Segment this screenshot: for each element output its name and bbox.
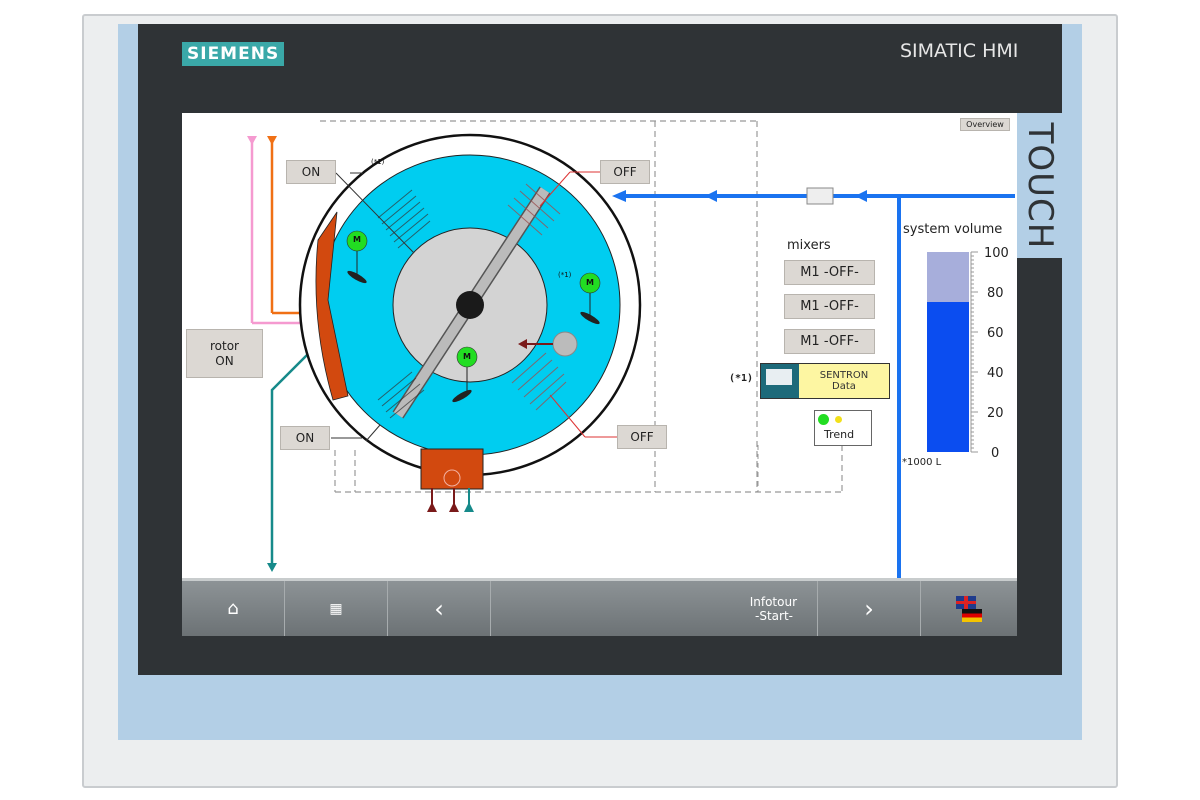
volume-unit: *1000 L bbox=[902, 457, 942, 468]
sentron-marker: (*1) bbox=[729, 373, 754, 384]
footnote-marker: (*1) bbox=[558, 271, 572, 279]
mixer-motor-icon bbox=[452, 346, 478, 403]
mixer-button-3[interactable]: M1 -OFF- bbox=[784, 329, 875, 354]
chevron-right-icon: › bbox=[864, 594, 874, 623]
scale-tick: 20 bbox=[987, 406, 1004, 421]
home-button[interactable]: ⌂ bbox=[182, 581, 285, 636]
motor-label: M bbox=[353, 235, 361, 244]
mixers-title: mixers bbox=[787, 238, 831, 253]
sensor-icon bbox=[552, 331, 578, 357]
rotor-state: ON bbox=[215, 353, 234, 368]
rotor-button[interactable]: rotor ON bbox=[186, 329, 263, 378]
infotour-button[interactable]: Infotour -Start- bbox=[491, 581, 818, 636]
language-button[interactable] bbox=[921, 581, 1017, 636]
scale-tick: 80 bbox=[987, 286, 1004, 301]
footnote-marker: (*1) bbox=[371, 158, 385, 166]
menu-button[interactable]: ▦ bbox=[285, 581, 388, 636]
infotour-label: Infotour bbox=[749, 594, 797, 609]
flag-uk-de-icon bbox=[956, 595, 982, 622]
sentron-data-button[interactable]: SENTRON Data bbox=[760, 363, 890, 399]
touch-label: TOUCH bbox=[1017, 113, 1062, 258]
valve-off-button-bottom[interactable]: OFF bbox=[617, 425, 667, 449]
rotor-hub bbox=[456, 291, 484, 319]
trend-button[interactable]: Trend bbox=[814, 410, 872, 446]
motor-label: M bbox=[586, 278, 594, 287]
volume-gauge bbox=[927, 251, 978, 453]
sentron-device-icon bbox=[761, 364, 799, 398]
mixer-motor-icon bbox=[346, 230, 368, 284]
volume-title: system volume bbox=[903, 222, 1003, 237]
hmi-screen: (*1) (*1) M M M Overview ON OFF ON OFF r… bbox=[182, 113, 1017, 636]
valve-on-button-bottom[interactable]: ON bbox=[280, 426, 330, 450]
overview-button[interactable]: Overview bbox=[960, 118, 1010, 131]
home-icon: ⌂ bbox=[227, 598, 239, 619]
motor-label: M bbox=[463, 352, 471, 361]
scale-tick: 40 bbox=[987, 366, 1004, 381]
scale-tick: 100 bbox=[984, 246, 1009, 261]
scale-tick: 60 bbox=[987, 326, 1004, 341]
sentron-label: SENTRON bbox=[819, 370, 869, 381]
tank bbox=[298, 133, 642, 512]
mixer-motor-icon bbox=[579, 272, 601, 325]
navigation-bar: ⌂ ▦ ‹ Infotour -Start- › bbox=[182, 578, 1017, 636]
grid-icon: ▦ bbox=[329, 600, 343, 617]
status-led-green bbox=[818, 414, 829, 425]
next-button[interactable]: › bbox=[818, 581, 921, 636]
status-led-yellow bbox=[835, 416, 842, 423]
sentron-sublabel: Data bbox=[832, 381, 856, 392]
valve-off-button-top[interactable]: OFF bbox=[600, 160, 650, 184]
mixer-button-1[interactable]: M1 -OFF- bbox=[784, 260, 875, 285]
drive-unit bbox=[420, 448, 484, 490]
back-button[interactable]: ‹ bbox=[388, 581, 491, 636]
rotor-label: rotor bbox=[210, 339, 239, 354]
process-diagram bbox=[247, 120, 1015, 578]
trend-label: Trend bbox=[824, 428, 855, 441]
scale-tick: 0 bbox=[991, 446, 1000, 461]
chevron-left-icon: ‹ bbox=[434, 594, 444, 623]
infotour-sublabel: -Start- bbox=[755, 608, 793, 623]
brand-logo: SIEMENS bbox=[182, 42, 285, 66]
valve-icon bbox=[806, 187, 834, 205]
volume-fill bbox=[927, 302, 969, 452]
mixer-button-2[interactable]: M1 -OFF- bbox=[784, 294, 875, 319]
valve-on-button-top[interactable]: ON bbox=[286, 160, 336, 184]
heater bbox=[315, 211, 349, 401]
model-label: SIMATIC HMI bbox=[900, 40, 1019, 62]
